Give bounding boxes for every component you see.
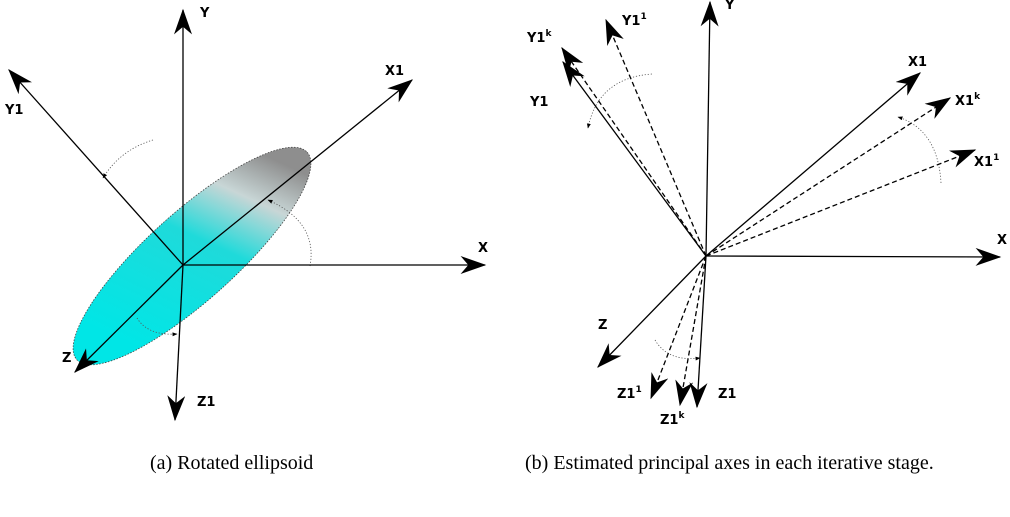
axis-b-y1-k xyxy=(561,46,707,257)
axis-y1 xyxy=(8,69,184,266)
figure-a-rotated-ellipsoid: Y Y1 X1 X Z Z1 xyxy=(4,6,488,422)
rotation-arc-y1 xyxy=(586,73,653,129)
label-b-z1-k: Z1k xyxy=(660,411,685,428)
label-b-x1: X1 xyxy=(908,55,927,70)
axis-b-y xyxy=(700,0,719,257)
axis-b-z1 xyxy=(689,255,708,409)
axis-b-y1-1 xyxy=(605,18,707,257)
caption-b: (b) Estimated principal axes in each ite… xyxy=(525,452,934,474)
axis-b-z xyxy=(597,255,707,368)
rotation-arc-z xyxy=(136,317,178,337)
axis-b-z1-1 xyxy=(650,255,707,400)
label-b-y1-k: Y1k xyxy=(526,29,552,46)
axis-b-x1 xyxy=(705,72,921,257)
rotation-arc-x xyxy=(267,199,312,267)
label-b-x1-k: X1k xyxy=(955,92,981,109)
rotation-arc-z1 xyxy=(654,339,701,361)
label-x: X xyxy=(478,241,488,256)
label-b-z1-1: Z11 xyxy=(617,385,642,402)
label-b-y1: Y1 xyxy=(529,95,548,110)
label-z1: Z1 xyxy=(197,395,215,410)
label-y: Y xyxy=(199,6,210,21)
label-b-x: X xyxy=(997,233,1007,248)
label-y1: Y1 xyxy=(4,103,23,118)
caption-a: (a) Rotated ellipsoid xyxy=(150,452,314,474)
label-b-x1-1: X11 xyxy=(974,153,999,170)
label-z: Z xyxy=(62,351,71,366)
rotation-arc-x1 xyxy=(897,116,942,184)
axis-b-y1 xyxy=(562,60,707,257)
rotation-arc-y xyxy=(102,139,154,179)
label-b-y: Y xyxy=(724,0,735,13)
axis-b-x1-k xyxy=(705,97,952,257)
label-x1: X1 xyxy=(385,64,404,79)
axis-b-x1-1 xyxy=(705,149,977,257)
label-b-z: Z xyxy=(598,318,607,333)
axis-z1 xyxy=(167,264,186,422)
axis-b-x xyxy=(705,247,1002,266)
figure-b-principal-axes: Y Y1k Y11 Y1 X1 X1k X11 X Z Z11 Z1k Z1 xyxy=(526,0,1007,428)
label-b-z1: Z1 xyxy=(718,387,736,402)
ellipsoid xyxy=(72,146,312,366)
label-b-y1-1: Y11 xyxy=(621,12,647,29)
axis-x1 xyxy=(182,79,414,266)
axis-z xyxy=(74,264,184,373)
axis-b-z1-k xyxy=(675,255,707,407)
